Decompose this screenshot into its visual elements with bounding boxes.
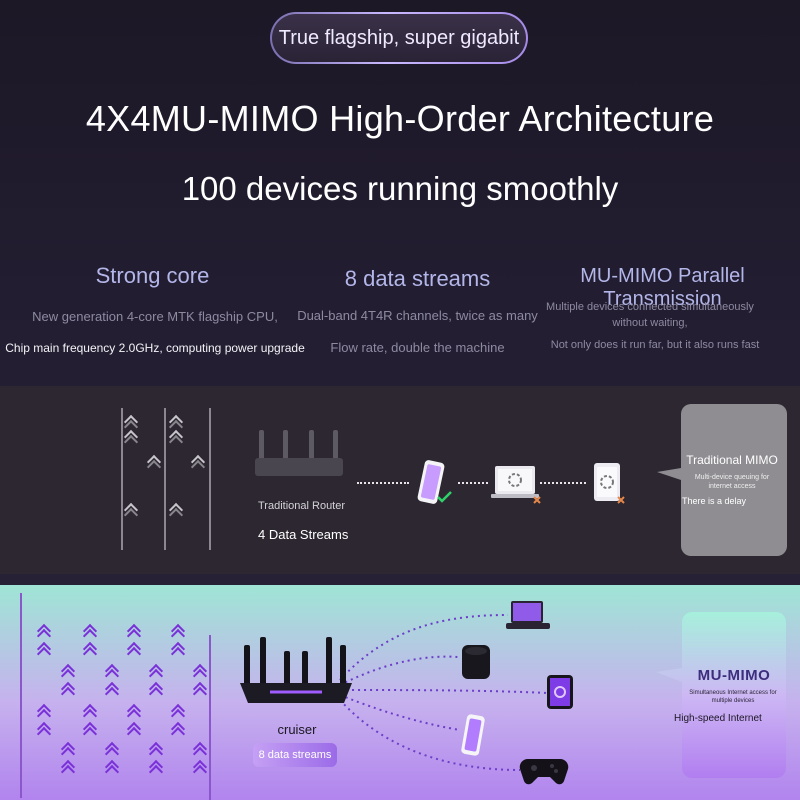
- phone-icon: [461, 714, 485, 756]
- traditional-router-label: Traditional Router: [258, 500, 346, 512]
- stream-arrow-icon: [168, 431, 184, 441]
- stream-arrow-icon: [36, 625, 52, 637]
- stream-arrow-icon: [126, 625, 142, 637]
- tablet-icon: [594, 463, 625, 504]
- stream-arrow-icon: [36, 643, 52, 655]
- stream-arrow-icon: [126, 643, 142, 655]
- feature-strong-core-text-2: Chip main frequency 2.0GHz, computing po…: [5, 341, 305, 355]
- feature-data-streams-text-1: Dual-band 4T4R channels, twice as many: [297, 308, 538, 323]
- mumimo-bubble-title: MU-MIMO: [697, 667, 771, 684]
- gamepad-icon: [519, 758, 569, 785]
- feature-data-streams-title: 8 data streams: [344, 266, 491, 291]
- mumimo-bubble: [656, 612, 786, 778]
- check-icon: [437, 491, 452, 503]
- stream-arrow-icon: [170, 643, 186, 655]
- stream-arrow-icon: [192, 665, 208, 677]
- mumimo-bubble-text-2: High-speed Internet: [674, 713, 762, 724]
- stream-arrow-icon: [104, 761, 120, 773]
- cruiser-streams-badge: 8 data streams: [253, 743, 337, 767]
- connection-dots: [540, 482, 586, 484]
- mumimo-bubble-text-1: Simultaneous Internet access for multipl…: [689, 690, 777, 704]
- feature-strong-core-text-1: New generation 4-core MTK flagship CPU,: [32, 309, 278, 324]
- feature-data-streams-text-2: Flow rate, double the machine: [330, 340, 505, 355]
- stream-arrow-icon: [170, 723, 186, 735]
- stream-arrow-icon: [82, 625, 98, 637]
- stream-arrow-icon: [146, 456, 162, 466]
- traditional-mimo-text-2: There is a delay: [682, 496, 747, 506]
- stream-arrow-icon: [104, 665, 120, 677]
- stream-arrow-icon: [148, 683, 164, 695]
- stream-arrow-icon: [148, 761, 164, 773]
- mumimo-connections: [339, 614, 549, 771]
- laptop-icon: [506, 601, 550, 629]
- stream-lane: [209, 635, 211, 800]
- feature-strong-core-title: Strong core: [95, 263, 210, 288]
- stream-arrow-icon: [82, 705, 98, 717]
- stream-arrow-icon: [36, 705, 52, 717]
- headline-badge: True flagship, super gigabit: [270, 12, 528, 64]
- stream-arrow-icon: [148, 665, 164, 677]
- phone-icon: [417, 460, 452, 504]
- stream-arrow-icon: [126, 705, 142, 717]
- stream-arrow-icon: [60, 761, 76, 773]
- cross-icon: [617, 496, 625, 504]
- stream-arrow-icon: [123, 416, 139, 426]
- traditional-mimo-text-1: Multi-device queuing for internet access: [694, 474, 770, 490]
- stream-arrow-icon: [168, 416, 184, 426]
- stream-arrow-icon: [104, 743, 120, 755]
- cross-icon: [533, 496, 541, 504]
- cruiser-router-label: cruiser: [277, 722, 317, 737]
- feature-mumimo-title: MU-MIMO Parallel Transmission: [580, 265, 745, 310]
- tablet-icon: [547, 675, 573, 709]
- stream-lane: [209, 408, 211, 550]
- feature-mumimo-text-2: Not only does it run far, but it also ru…: [550, 339, 760, 351]
- stream-arrow-icon: [170, 705, 186, 717]
- traditional-mimo-bubble: [657, 404, 787, 556]
- connection-dots: [458, 482, 488, 484]
- stream-lane: [164, 408, 166, 550]
- stream-arrow-icon: [82, 723, 98, 735]
- stream-arrow-icon: [126, 723, 142, 735]
- connection-dots: [357, 482, 409, 484]
- speaker-icon: [462, 645, 490, 679]
- traditional-streams-label: 4 Data Streams: [258, 527, 349, 542]
- stream-arrow-icon: [60, 683, 76, 695]
- traditional-mimo-title: Traditional MIMO: [686, 453, 778, 467]
- traditional-mimo-panel: Traditional Router 4 Data Streams: [0, 386, 800, 574]
- stream-arrow-icon: [36, 723, 52, 735]
- stream-arrow-icon: [123, 431, 139, 441]
- feature-mumimo-text-1: Multiple devices connected simultaneousl…: [546, 301, 754, 329]
- stream-arrow-icon: [192, 743, 208, 755]
- page-subtitle: 100 devices running smoothly: [181, 170, 619, 207]
- cruiser-router-icon: [240, 637, 352, 703]
- stream-lane: [20, 593, 22, 798]
- page-title: 4X4MU-MIMO High-Order Architecture: [85, 98, 715, 139]
- stream-arrow-icon: [190, 456, 206, 466]
- laptop-icon: [491, 466, 541, 504]
- stream-arrow-icon: [192, 683, 208, 695]
- stream-arrow-icon: [170, 625, 186, 637]
- stream-arrow-icon: [104, 683, 120, 695]
- mumimo-panel: cruiser 8 data streams: [0, 585, 800, 800]
- stream-arrow-icon: [123, 504, 139, 514]
- traditional-router-icon: [255, 430, 343, 476]
- stream-arrow-icon: [82, 643, 98, 655]
- stream-lane: [121, 408, 123, 550]
- stream-arrow-icon: [60, 743, 76, 755]
- stream-arrow-icon: [60, 665, 76, 677]
- headline-badge-label: True flagship, super gigabit: [272, 14, 526, 62]
- stream-arrow-icon: [168, 504, 184, 514]
- stream-arrow-icon: [148, 743, 164, 755]
- stream-arrow-icon: [192, 761, 208, 773]
